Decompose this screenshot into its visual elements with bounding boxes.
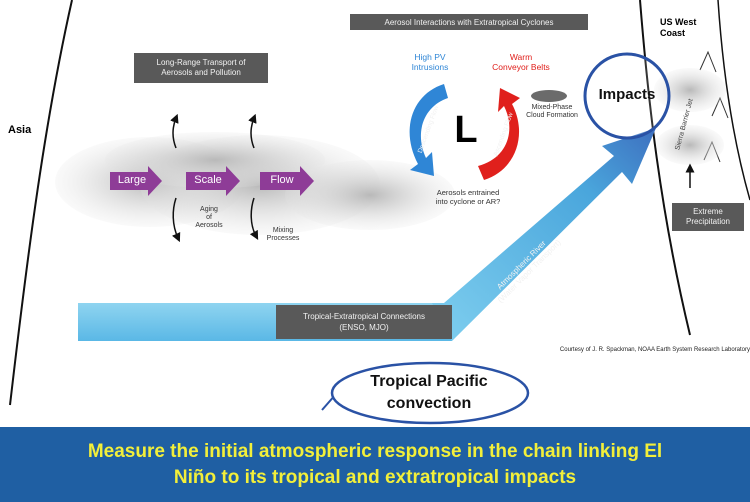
courtesy-credit: Courtesy of J. R. Spackman, NOAA Earth S… (559, 347, 750, 353)
asia-label: Asia (8, 124, 32, 136)
banner-line2: Niño to its tropical and extratropical i… (173, 466, 577, 488)
aerosol-interactions-box: Aerosol Interactions with Extratropical … (350, 14, 588, 30)
large-label: Large (117, 174, 147, 186)
summary-banner: Measure the initial atmospheric response… (0, 427, 750, 502)
mixed-phase-label: Mixed-Phase Cloud Formation (526, 104, 578, 119)
atmospheric-river-arrow (432, 128, 656, 341)
warm-conveyor-arrow (478, 88, 520, 180)
banner-line1: Measure the initial atmospheric response… (87, 440, 663, 462)
tropical-extratropical-box: Tropical-Extratropical Connections (ENSO… (276, 305, 452, 339)
aging-label: Aging of Aerosols (195, 206, 223, 229)
high-pv-label: High PV Intrusions (411, 52, 449, 72)
flow-label: Flow (270, 174, 294, 186)
mixed-phase-cloud (531, 90, 567, 102)
us-coastline-outer (717, 0, 750, 201)
extreme-precipitation-box: Extreme Precipitation (672, 203, 744, 231)
impacts-circle (583, 52, 671, 140)
us-west-coast-label: US West Coast (660, 17, 697, 38)
callout-line1: Tropical Pacific (370, 373, 488, 390)
callout-ellipse (330, 361, 530, 425)
callout-line2: convection (386, 395, 472, 412)
tropical-pacific-callout: Tropical Pacific convection (332, 363, 526, 423)
mixing-label: Mixing Processes (266, 227, 300, 242)
asia-coastline (9, 0, 73, 406)
precip-cloud (654, 68, 726, 165)
us-coastline (639, 0, 691, 336)
impacts-label: Impacts (598, 86, 656, 103)
vertical-flow-arrows (170, 113, 695, 243)
low-pressure-symbol: L (454, 109, 478, 151)
high-pv-arrow (409, 84, 448, 176)
large-scale-flow-arrows (110, 166, 314, 196)
scale-label: Scale (194, 174, 222, 186)
long-range-transport-box: Long-Range Transport of Aerosols and Pol… (134, 53, 268, 83)
warm-conveyor-label: Warm Conveyor Belts (492, 52, 550, 72)
entrained-label: Aerosols entrained into cyclone or AR? (435, 188, 501, 206)
